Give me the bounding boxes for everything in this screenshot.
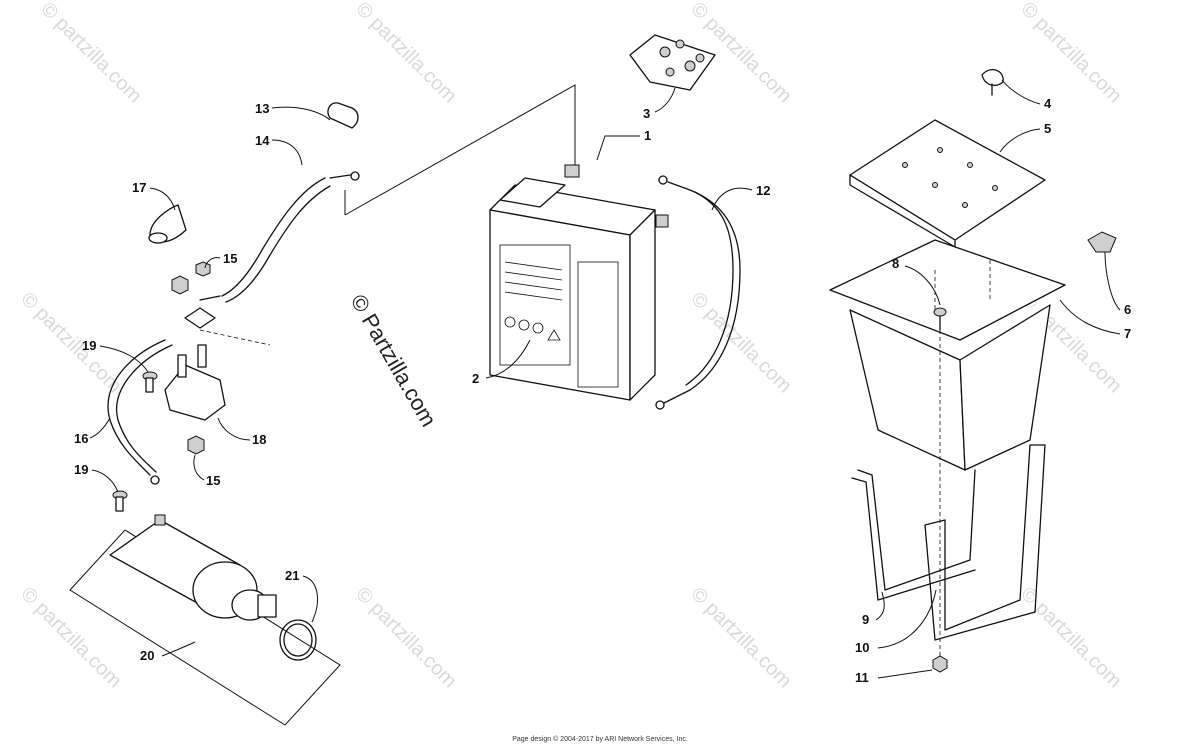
callout-label: 20: [140, 648, 154, 663]
callout-label: 3: [643, 106, 650, 121]
battery-box-lid: [849, 119, 1046, 248]
callout-label: 15: [223, 251, 237, 266]
clip: [1087, 231, 1117, 253]
callout-label: 8: [892, 256, 899, 271]
o-ring: [279, 619, 317, 661]
callout-label: 13: [255, 101, 269, 116]
bolt: [112, 490, 128, 512]
watermark: © partzilla.com: [686, 288, 795, 397]
lid-knob: [981, 69, 1004, 96]
watermark: © partzilla.com: [16, 583, 125, 692]
bracket: [924, 444, 1046, 641]
battery-cable-positive: [199, 102, 360, 303]
callout-label: 4: [1044, 96, 1052, 111]
battery: [489, 164, 669, 401]
callout-label: 7: [1124, 326, 1131, 341]
callout-label: 19: [74, 462, 88, 477]
callout-label: 2: [472, 371, 479, 386]
starter-solenoid: [164, 307, 271, 421]
watermark: © partzilla.com: [1016, 583, 1125, 692]
callout-label: 5: [1044, 121, 1051, 136]
copyright-mark: © Partzilla.com: [346, 290, 442, 431]
watermark: © partzilla.com: [351, 0, 460, 107]
callout-label: 17: [132, 180, 146, 195]
callout-label: 10: [855, 640, 869, 655]
strap: [851, 469, 976, 601]
callout-label: 11: [855, 670, 869, 685]
nut: [171, 275, 189, 295]
starter-motor: [69, 514, 341, 726]
watermark: © partzilla.com: [16, 288, 125, 397]
watermark: © partzilla.com: [351, 583, 460, 692]
callout-label: 14: [255, 133, 270, 148]
hardware-kit: [629, 34, 716, 91]
nut: [932, 655, 948, 673]
callout-label: 19: [82, 338, 96, 353]
starter-cable: [107, 339, 173, 485]
watermark: © partzilla.com: [36, 0, 145, 107]
nut: [187, 435, 205, 455]
callouts: 1 2 3 4 5 6 7 8 9 10 11 12 13 14 15 15 1: [74, 79, 1131, 685]
callout-label: 1: [644, 128, 651, 143]
o-ring: [283, 623, 313, 657]
terminal-boot: [148, 204, 187, 244]
battery-box: [829, 239, 1066, 471]
nut: [195, 261, 211, 277]
bolt: [933, 307, 947, 331]
callout-label: 12: [756, 183, 770, 198]
callout-label: 18: [252, 432, 266, 447]
footer-credit: Page design © 2004-2017 by ARI Network S…: [512, 736, 688, 743]
battery-cable-negative: [655, 175, 741, 410]
watermark: © partzilla.com: [686, 583, 795, 692]
watermark: © partzilla.com: [1016, 0, 1125, 107]
callout-label: 6: [1124, 302, 1131, 317]
callout-label: 15: [206, 473, 220, 488]
callout-label: 16: [74, 431, 88, 446]
callout-label: 9: [862, 612, 869, 627]
bolt: [142, 371, 158, 393]
callout-label: 21: [285, 568, 299, 583]
